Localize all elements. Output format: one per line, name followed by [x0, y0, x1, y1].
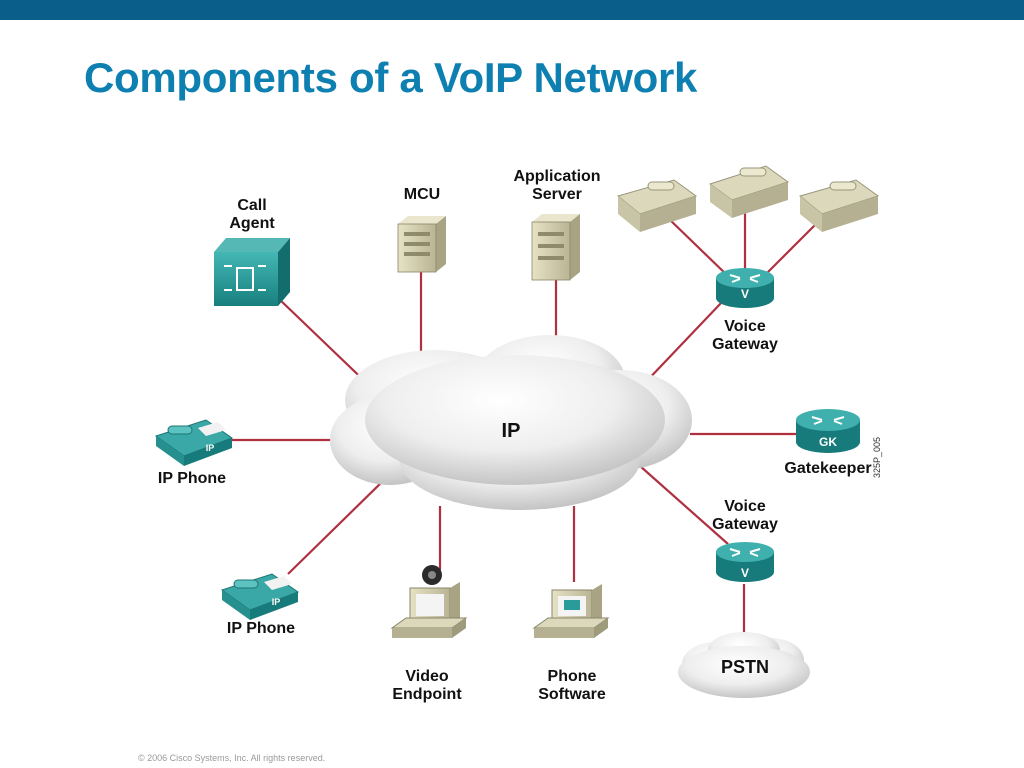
video-endpoint-computer-icon [390, 565, 468, 638]
voice-gateway-router-icon: V [716, 542, 774, 582]
label-ip-phone-1: IP Phone [157, 470, 227, 487]
figure-code: 325P_005 [872, 436, 882, 478]
label-call-agent: Call Agent [229, 197, 275, 232]
link-phone-c [761, 221, 819, 279]
link-voice-gateway-top [641, 301, 723, 387]
label-ip-cloud: IP [501, 420, 521, 442]
label-voice-gateway-top: Voice Gateway [712, 318, 778, 353]
ip-cloud-icon [330, 335, 692, 510]
ip-phone-icon: IP [154, 419, 234, 466]
voice-badge-text: V [741, 566, 749, 580]
voice-gateway-router-icon: V [716, 268, 774, 308]
label-gatekeeper: Gatekeeper [784, 460, 872, 477]
voice-badge-text: V [741, 287, 749, 301]
top-banner [0, 0, 1024, 20]
application-server-icon [531, 214, 580, 281]
copyright-footer: © 2006 Cisco Systems, Inc. All rights re… [138, 753, 326, 763]
ip-badge-text: IP [272, 597, 281, 607]
phone-software-computer-icon [532, 584, 610, 638]
label-ip-phone-2: IP Phone [226, 620, 296, 637]
link-phone-a [667, 217, 731, 279]
analog-phone-icon [616, 179, 698, 232]
ip-badge-text: IP [206, 443, 215, 453]
label-phone-software: Phone Software [538, 668, 606, 703]
label-voice-gateway-bottom: Voice Gateway [712, 498, 778, 533]
label-mcu: MCU [403, 186, 441, 203]
gatekeeper-router-icon: GK [796, 409, 860, 453]
ip-phone-icon: IP [220, 573, 300, 620]
analog-phone-icon [708, 165, 790, 218]
page-title: Components of a VoIP Network [84, 54, 698, 101]
gk-badge-text: GK [819, 435, 837, 449]
label-pstn: PSTN [720, 657, 770, 677]
link-voice-gateway-bottom [639, 465, 729, 545]
label-video-endpoint: Video Endpoint [392, 668, 462, 703]
call-agent-icon [214, 238, 290, 306]
label-application-server: Application Server [513, 168, 601, 203]
link-ip-phone-2 [287, 479, 385, 575]
mcu-server-icon [397, 216, 446, 273]
pstn-cloud-icon [678, 632, 810, 698]
analog-phone-icon [798, 179, 880, 232]
